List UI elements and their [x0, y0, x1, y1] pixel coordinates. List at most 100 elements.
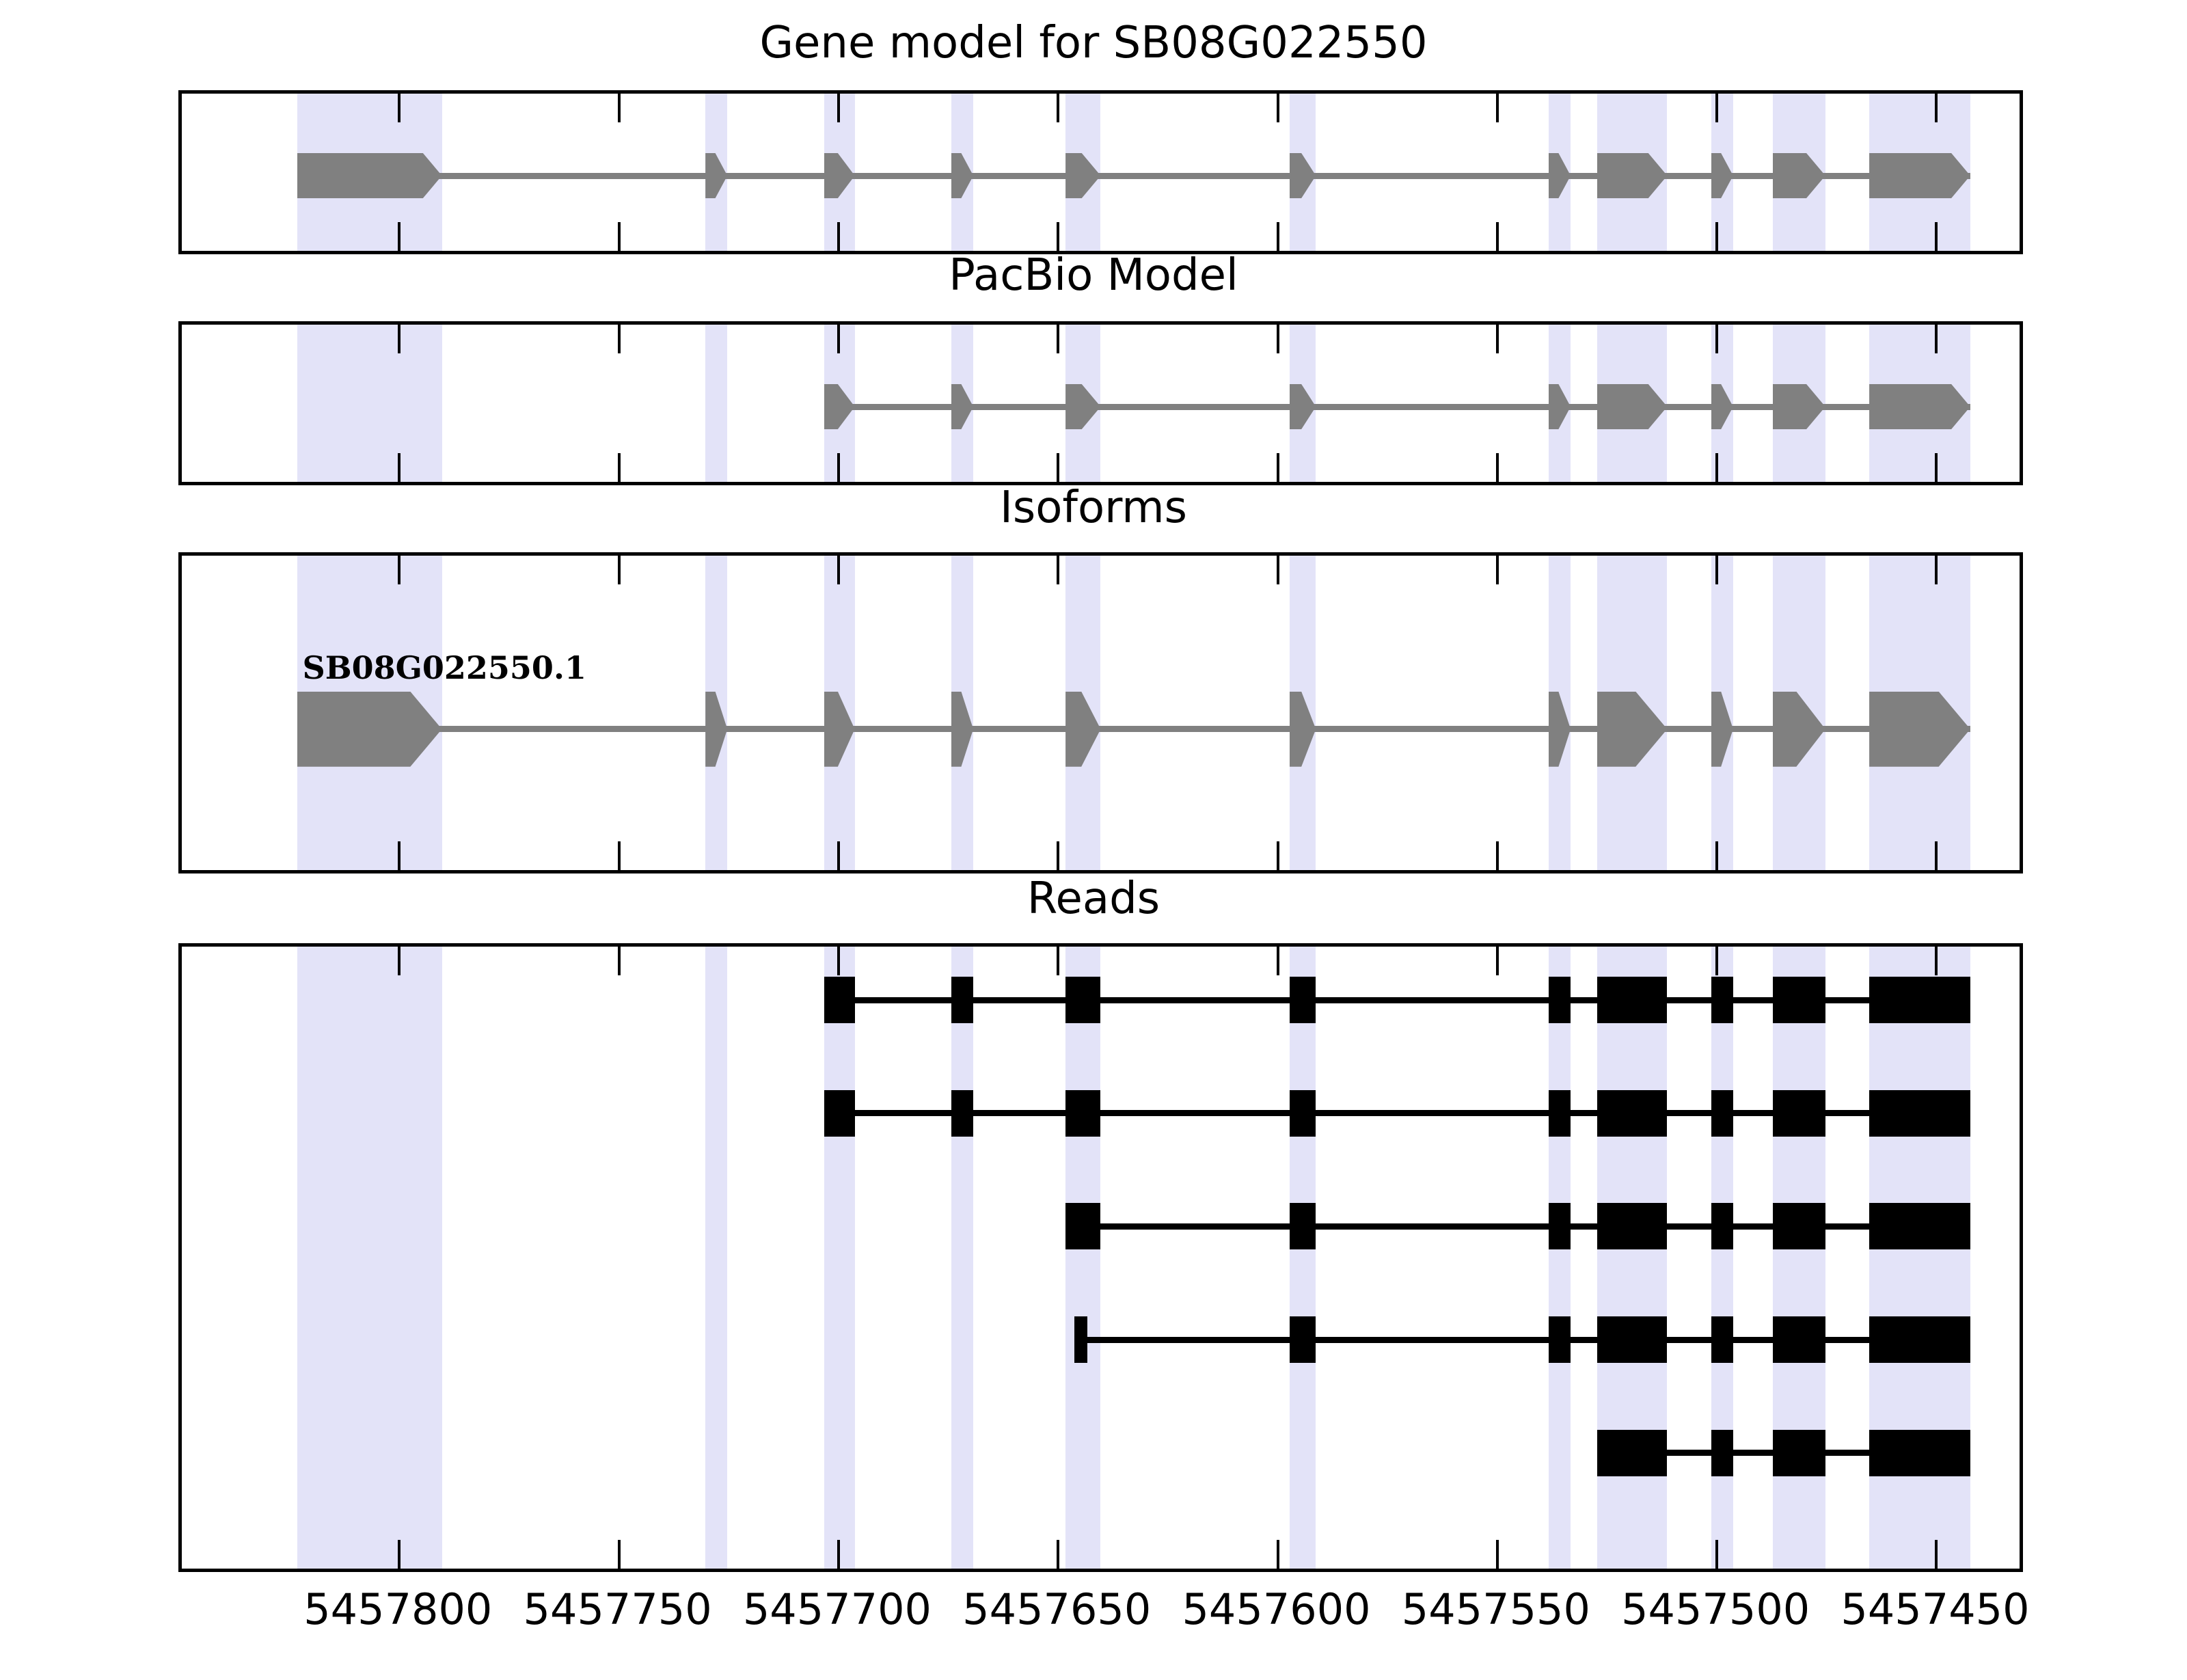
- intron-line: [1074, 1336, 1970, 1343]
- axis-tick: [617, 947, 621, 975]
- axis-tick: [617, 841, 621, 870]
- intron-line: [824, 997, 1970, 1003]
- axis-tick: [1057, 325, 1060, 353]
- axis-tick: [1935, 1540, 1938, 1569]
- exon-block: [951, 384, 974, 429]
- isoform-label: SB08G022550.1: [302, 649, 586, 686]
- axis-tick: [1715, 325, 1719, 353]
- axis-tick: [1495, 947, 1499, 975]
- axis-tick: [1715, 841, 1719, 870]
- read-exon-block: [1597, 977, 1668, 1024]
- axis-tick: [1057, 453, 1060, 482]
- transcript-feature[interactable]: [182, 325, 2020, 482]
- panel-pacbio-model[interactable]: [178, 321, 2023, 485]
- read-exon-block: [1869, 977, 1970, 1024]
- exon-block: [1065, 384, 1101, 429]
- x-axis-tick-label: 5457500: [1621, 1584, 1810, 1634]
- panel-gene-model[interactable]: [178, 90, 2023, 254]
- exon-block: [1711, 153, 1733, 198]
- x-axis-tick-label: 5457800: [303, 1584, 493, 1634]
- plot-area-gene-model: [182, 94, 2020, 251]
- highlight-band: [1065, 947, 1101, 1569]
- axis-tick: [837, 222, 840, 251]
- exon-block: [705, 691, 728, 767]
- exon-block: [1597, 384, 1668, 429]
- read-exon-block: [1597, 1089, 1668, 1137]
- axis-tick: [1935, 222, 1938, 251]
- exon-block: [1869, 153, 1970, 198]
- axis-tick: [837, 947, 840, 975]
- x-axis-tick-label: 5457550: [1401, 1584, 1590, 1634]
- read-exon-block: [1065, 977, 1101, 1024]
- axis-tick: [1057, 222, 1060, 251]
- exon-block: [1548, 384, 1571, 429]
- highlight-band: [297, 325, 442, 482]
- x-axis-tick-label: 5457600: [1182, 1584, 1371, 1634]
- read-feature[interactable]: [182, 947, 2020, 1569]
- exon-block: [1289, 691, 1316, 767]
- read-feature[interactable]: [182, 947, 2020, 1569]
- read-exon-block: [1869, 1203, 1970, 1250]
- exon-block: [824, 691, 855, 767]
- read-feature[interactable]: [182, 947, 2020, 1569]
- panel-title-isoforms: Isoforms: [1000, 483, 1187, 533]
- read-exon-block: [1597, 1316, 1668, 1363]
- read-feature[interactable]: [182, 947, 2020, 1569]
- axis-tick: [1715, 947, 1719, 975]
- x-axis-tick-label: 5457750: [523, 1584, 712, 1634]
- read-exon-block: [1772, 1316, 1825, 1363]
- intron-line: [297, 172, 1970, 179]
- read-exon-block: [1065, 1203, 1101, 1250]
- axis-tick: [1276, 556, 1279, 584]
- panel-reads[interactable]: [178, 943, 2023, 1572]
- axis-tick: [1935, 556, 1938, 584]
- axis-tick: [1935, 94, 1938, 122]
- plot-area-isoforms: SB08G022550.1: [182, 556, 2020, 870]
- read-exon-block: [1711, 1429, 1733, 1476]
- axis-tick: [1935, 325, 1938, 353]
- read-exon-block: [951, 1089, 974, 1137]
- transcript-feature[interactable]: [182, 94, 2020, 251]
- read-exon-block: [1772, 1203, 1825, 1250]
- transcript-feature[interactable]: SB08G022550.1: [182, 556, 2020, 870]
- axis-tick: [837, 841, 840, 870]
- highlight-band: [705, 325, 728, 482]
- panel-title-gene-model: Gene model for SB08G022550: [759, 18, 1428, 68]
- axis-tick: [1495, 94, 1499, 122]
- panel-title-reads: Reads: [1027, 873, 1160, 924]
- axis-tick: [1276, 453, 1279, 482]
- exon-block: [1772, 384, 1825, 429]
- axis-tick: [398, 556, 401, 584]
- axis-tick: [1935, 453, 1938, 482]
- axis-tick: [398, 325, 401, 353]
- axis-tick: [617, 94, 621, 122]
- read-exon-block: [1289, 1089, 1316, 1137]
- intron-line: [824, 403, 1970, 410]
- exon-block: [1772, 691, 1825, 767]
- axis-tick: [398, 453, 401, 482]
- highlight-band: [297, 947, 442, 1569]
- axis-tick: [837, 325, 840, 353]
- panel-title-pacbio-model: PacBio Model: [949, 250, 1238, 301]
- read-exon-block: [1711, 977, 1733, 1024]
- axis-tick: [617, 222, 621, 251]
- read-feature[interactable]: [182, 947, 2020, 1569]
- read-exon-block: [1548, 977, 1571, 1024]
- exon-block: [951, 691, 974, 767]
- exon-block: [1065, 691, 1101, 767]
- read-exon-block: [1548, 1316, 1571, 1363]
- axis-tick: [1935, 841, 1938, 870]
- exon-block: [1869, 691, 1970, 767]
- read-exon-block: [1065, 1089, 1101, 1137]
- read-exon-block: [1597, 1203, 1668, 1250]
- exon-block: [1065, 153, 1101, 198]
- intron-line: [824, 1110, 1970, 1117]
- read-exon-block: [1869, 1316, 1970, 1363]
- axis-tick: [1495, 222, 1499, 251]
- axis-tick: [1715, 556, 1719, 584]
- read-exon-block: [1711, 1316, 1733, 1363]
- exon-block: [1548, 153, 1571, 198]
- panel-isoforms[interactable]: SB08G022550.1: [178, 552, 2023, 873]
- read-exon-block: [1289, 1316, 1316, 1363]
